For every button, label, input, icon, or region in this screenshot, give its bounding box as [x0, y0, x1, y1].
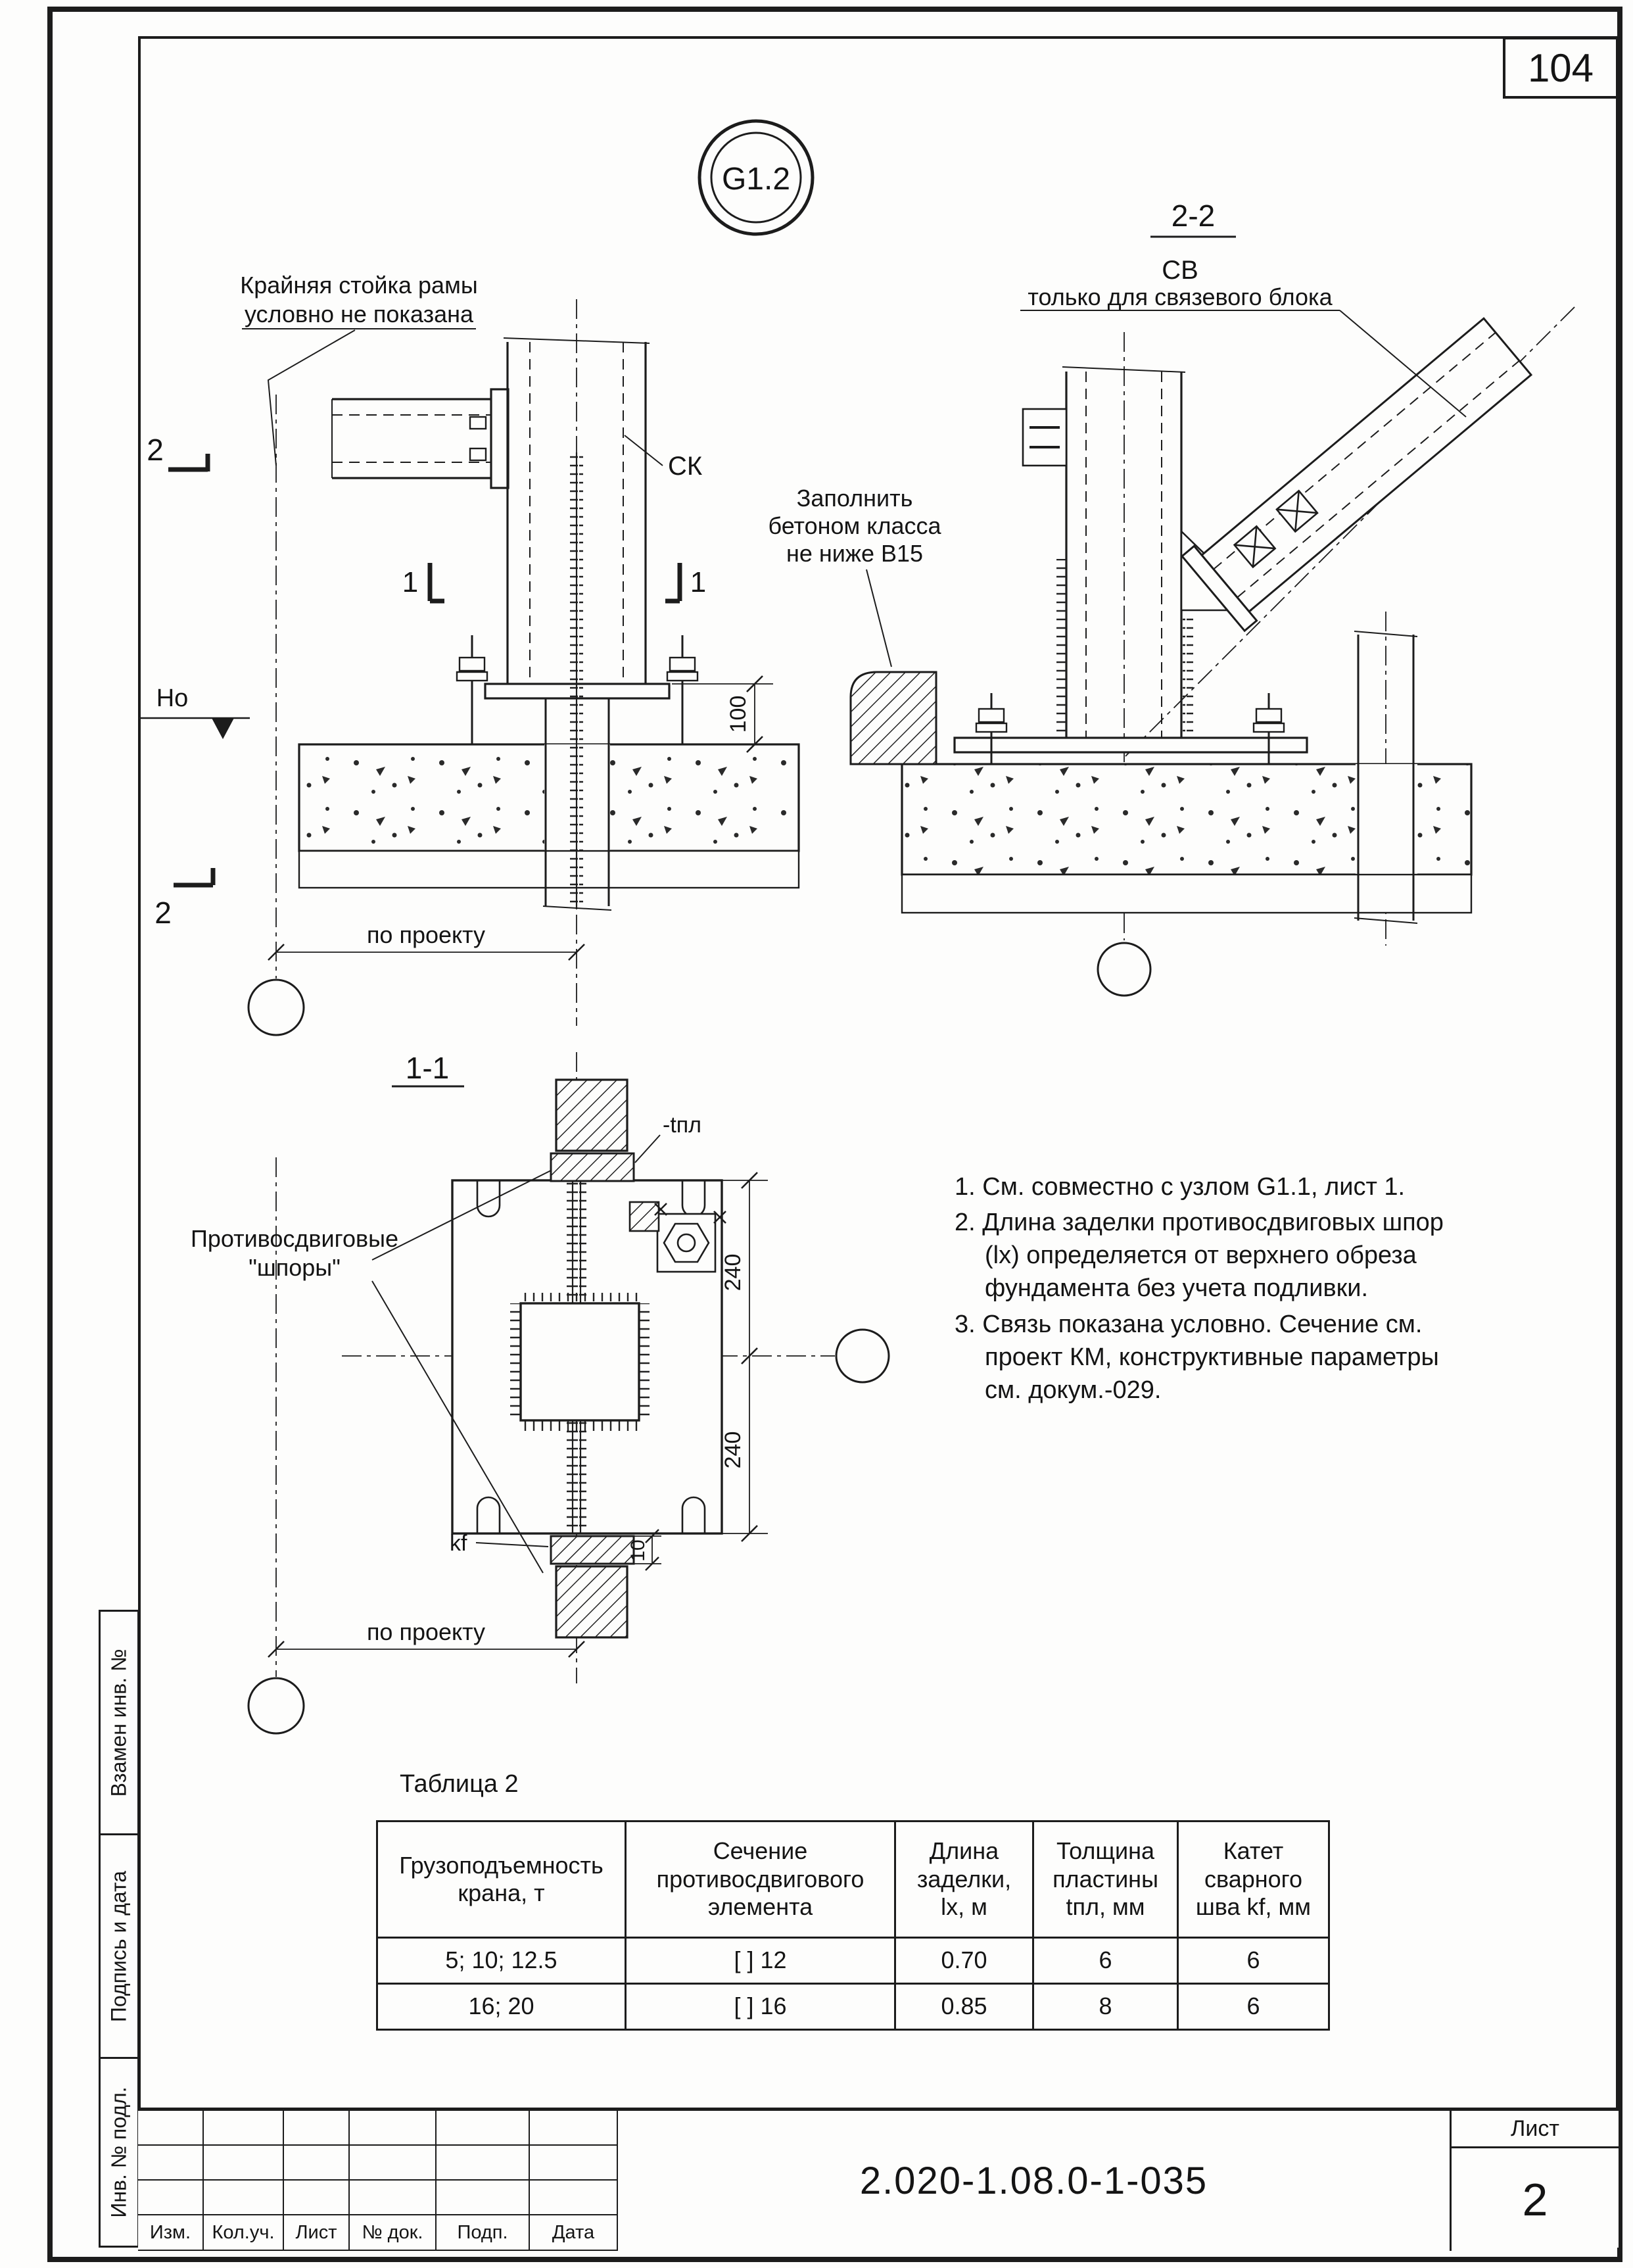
dim-240-top: 240: [721, 1254, 746, 1291]
dim-240-bottom: 240: [721, 1432, 746, 1469]
dimensions: [268, 675, 773, 1658]
elevation-view: [331, 337, 699, 748]
table-header-cell: Грузоподъемность крана, т: [376, 1820, 627, 1939]
table-header-cell: Толщина пластины tпл, мм: [1032, 1820, 1179, 1939]
table-cell: 6: [1177, 1937, 1330, 1985]
shpory-label-line2: "шпоры": [248, 1254, 341, 1281]
note-3: 3. Связь показана условно. Сечение см. п…: [955, 1310, 1439, 1404]
table-cell: [ ] 16: [625, 1983, 896, 2031]
section-mark-2-bottom: 2: [154, 896, 172, 930]
table-cell: 6: [1032, 1937, 1179, 1985]
stamp-podpis: Подпись и дата: [99, 1833, 139, 2057]
level-mark: [141, 717, 250, 739]
rev-col-koluch: Кол.уч.: [204, 2215, 284, 2251]
dim-100: 100: [726, 696, 751, 733]
table-row: 16; 20 [ ] 16 0.85 8 6: [376, 1983, 1330, 2031]
section-marks: [168, 454, 682, 888]
revision-table: Изм. Кол.уч. Лист № док. Подп. Дата: [138, 2111, 618, 2251]
plan-view: [451, 1078, 723, 1639]
table-cell: 8: [1032, 1983, 1179, 2031]
stamp-vzamen: Взамен инв. №: [99, 1610, 139, 1833]
side-stamp-column: Взамен инв. № Подпись и дата Инв. № подл…: [99, 1610, 139, 2248]
table-cell: 0.70: [894, 1937, 1034, 1985]
node-circle: [698, 119, 815, 236]
drawing-labels: G1.2 2-2 1-1 Крайняя стойка рамы условно…: [147, 162, 1333, 1645]
note-2: 2. Длина заделки противосдвиговых шпор (…: [955, 1209, 1444, 1303]
sk-label: СК: [668, 452, 703, 481]
ho-label: Но: [156, 685, 189, 712]
brace: [1180, 317, 1533, 633]
frame-post-note-line2: условно не показана: [245, 301, 474, 327]
table-header-row: Грузоподъемность крана, т Сечение против…: [376, 1820, 1330, 1939]
concrete-fill-block: [849, 671, 937, 765]
rev-col-data: Дата: [530, 2215, 618, 2251]
far-column: [1354, 631, 1418, 924]
table-row: 5; 10; 12.5 [ ] 12 0.70 6 6: [376, 1937, 1330, 1985]
po-proektu-dim-label: по проекту: [367, 1618, 485, 1645]
document-number: 2.020-1.08.0-1-035: [859, 2159, 1208, 2202]
concrete-note-line1: Заполнить: [797, 485, 913, 512]
rev-col-list: Лист: [284, 2215, 350, 2251]
section-mark-1-left: 1: [402, 566, 418, 598]
sheet-number: 2: [1522, 2174, 1548, 2225]
page-number-box: 104: [1503, 37, 1619, 99]
note-1: 1. См. совместно с узлом G1.1, лист 1.: [955, 1173, 1406, 1201]
rev-col-podp: Подп.: [437, 2215, 530, 2251]
concrete-note-line2: бетоном класса: [768, 512, 941, 539]
spec-table: Грузоподъемность крана, т Сечение против…: [376, 1820, 1330, 2031]
stamp-inv-label: Инв. № подл.: [106, 2087, 131, 2218]
page-number: 104: [1527, 45, 1594, 90]
dim-10: 10: [627, 1539, 649, 1561]
kf-label: kf: [450, 1531, 467, 1556]
table-header-cell: Длина заделки, lx, м: [894, 1820, 1034, 1939]
title-block: Изм. Кол.уч. Лист № док. Подп. Дата 2.02…: [138, 2108, 1619, 2251]
table-cell: 16; 20: [376, 1983, 627, 2031]
tpl-label: -tпл: [663, 1113, 701, 1138]
rev-col-ndok: № док.: [350, 2215, 437, 2251]
table-header-cell: Катет сварного шва kf, мм: [1177, 1820, 1330, 1939]
hidden-lines: [332, 342, 1162, 738]
section22-title: 2-2: [1172, 199, 1215, 233]
sv-sub-label: только для связевого блока: [1028, 283, 1333, 310]
po-proektu-dim-label: по проекту: [367, 921, 485, 948]
outer-frame: [47, 7, 1622, 2262]
frame-post-note-line1: Крайняя стойка рамы: [240, 272, 477, 299]
stamp-podpis-label: Подпись и дата: [106, 1870, 131, 2022]
grid-bubbles: [247, 942, 1152, 1735]
foundation-right: [901, 763, 1473, 914]
node-label: G1.2: [722, 162, 790, 197]
table-header-cell: Сечение противосдвигового элемента: [625, 1820, 896, 1939]
stamp-vzamen-label: Взамен инв. №: [106, 1649, 131, 1797]
table-cell: 5; 10; 12.5: [376, 1937, 627, 1985]
section-mark-2-top: 2: [147, 433, 164, 467]
notes-block: 1. См. совместно с узлом G1.1, лист 1. 2…: [955, 1170, 1480, 1409]
table-cell: 0.85: [894, 1983, 1034, 2031]
concrete-note-line3: не ниже В15: [786, 540, 923, 567]
rev-col-izm: Изм.: [138, 2215, 204, 2251]
table-cell: [ ] 12: [625, 1937, 896, 1985]
anchor-bolt-detail: [628, 1201, 726, 1273]
foundation-left: [298, 743, 800, 889]
document-number-cell: 2.020-1.08.0-1-035: [618, 2111, 1452, 2251]
table-cell: 6: [1177, 1983, 1330, 2031]
leader-lines: [242, 235, 1467, 1574]
section11-title: 1-1: [406, 1051, 449, 1085]
shear-key-strip: [570, 452, 583, 909]
sv-label: СВ: [1162, 256, 1198, 285]
sheet-label: Лист: [1452, 2111, 1619, 2148]
shpory-label-line1: Противосдвиговые: [191, 1225, 398, 1252]
stamp-inv: Инв. № подл.: [99, 2057, 139, 2248]
section-mark-1-right: 1: [690, 566, 706, 598]
table-caption: Таблица 2: [400, 1770, 519, 1798]
sheet-cell: Лист 2: [1452, 2111, 1619, 2251]
